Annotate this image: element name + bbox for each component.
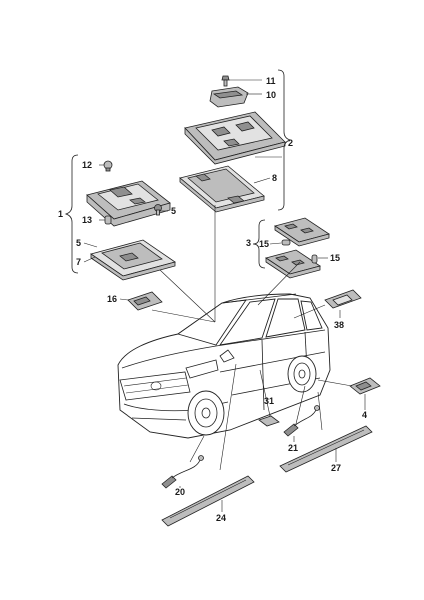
bulb-part-15a[interactable] — [281, 239, 291, 246]
lens-part-8[interactable] — [179, 165, 265, 213]
reading-light-part-3[interactable] — [265, 217, 330, 279]
callout-5b: 5 — [76, 238, 81, 248]
roof-module-part-1[interactable] — [86, 180, 171, 227]
callout-13: 13 — [82, 215, 92, 225]
clip-part-5[interactable] — [154, 204, 162, 216]
callout-15a: 15 — [259, 239, 269, 249]
sill-trim-part-27[interactable] — [279, 425, 373, 473]
clip-part-13[interactable] — [104, 215, 112, 225]
callout-7: 7 — [76, 257, 81, 267]
callout-20: 20 — [175, 487, 185, 497]
callout-11: 11 — [266, 76, 276, 86]
callout-2: 2 — [288, 138, 293, 148]
vehicle-outline — [117, 293, 331, 439]
cable-part-21[interactable] — [283, 405, 320, 437]
light-part-4[interactable] — [349, 377, 381, 395]
fastener-part-12[interactable] — [103, 160, 113, 172]
cable-part-20[interactable] — [161, 455, 204, 489]
light-part-16[interactable] — [127, 291, 163, 311]
callout-15b: 15 — [330, 253, 340, 263]
bulb-part-15b[interactable] — [311, 254, 318, 264]
callout-8: 8 — [272, 173, 277, 183]
lens-part-7[interactable] — [90, 239, 176, 281]
callout-38: 38 — [334, 320, 344, 330]
callout-12: 12 — [82, 160, 92, 170]
lamp-part-31[interactable] — [258, 415, 280, 427]
callout-5a: 5 — [171, 206, 176, 216]
callout-24: 24 — [216, 513, 226, 523]
callout-4: 4 — [362, 410, 367, 420]
sill-trim-part-24[interactable] — [161, 475, 255, 527]
callout-10: 10 — [266, 90, 276, 100]
callout-27: 27 — [331, 463, 341, 473]
callout-3: 3 — [246, 238, 251, 248]
light-part-38[interactable] — [324, 289, 362, 309]
screw-part-11[interactable] — [221, 75, 230, 87]
callout-1: 1 — [58, 209, 63, 219]
callout-21: 21 — [288, 443, 298, 453]
roof-console-part-2[interactable] — [184, 111, 286, 165]
lamp-part-10[interactable] — [209, 86, 249, 108]
callout-31: 31 — [264, 396, 274, 406]
callout-16: 16 — [107, 294, 117, 304]
